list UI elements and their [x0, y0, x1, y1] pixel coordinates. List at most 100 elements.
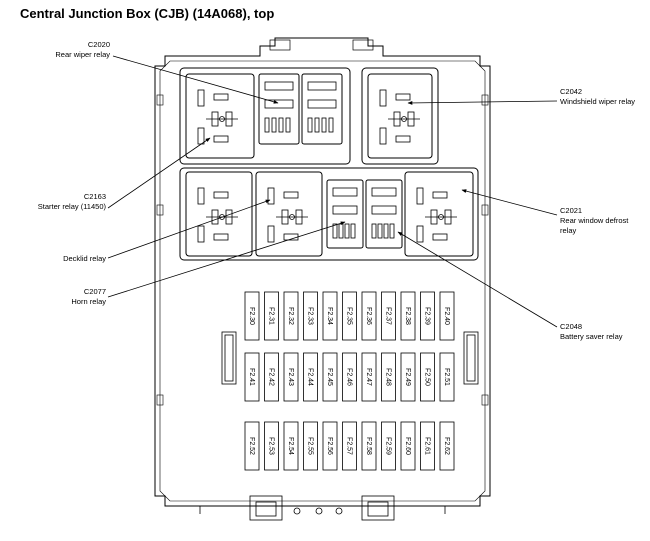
fuse-F2-32: F2.32 — [283, 291, 299, 341]
fuse-label: F2.55 — [307, 437, 314, 455]
callout-c2042: C2042 Windshield wiper relay — [560, 87, 635, 107]
fuse-F2-47: F2.47 — [361, 352, 377, 402]
leader-decklid — [107, 199, 271, 259]
fuse-F2-51: F2.51 — [439, 352, 455, 402]
fuse-label: F2.47 — [365, 368, 372, 386]
fuse-label: F2.36 — [365, 307, 372, 325]
fuse-label: F2.48 — [385, 368, 392, 386]
fuse-label: F2.45 — [326, 368, 333, 386]
fuse-label: F2.40 — [443, 307, 450, 325]
starter-relay-socket — [185, 171, 253, 257]
fuse-F2-31: F2.31 — [264, 291, 279, 341]
callout-c2021-code: C2021 — [560, 206, 583, 215]
fuse-label: F2.37 — [385, 307, 392, 325]
fuse-label: F2.44 — [307, 368, 314, 386]
callout-c2077-name: Horn relay — [71, 297, 106, 306]
callout-c2021: C2021 Rear window defrost relay — [560, 206, 628, 236]
fuse-label: F2.62 — [443, 437, 450, 455]
callout-decklid-name: Decklid relay — [63, 254, 106, 263]
lower-relay-block — [179, 167, 479, 261]
fuse-F2-48: F2.48 — [381, 352, 396, 402]
fuse-label: F2.50 — [424, 368, 431, 386]
fuse-F2-41: F2.41 — [244, 352, 260, 402]
fuse-F2-34: F2.34 — [322, 291, 338, 341]
fuse-F2-45: F2.45 — [322, 352, 338, 402]
fuse-label: F2.41 — [248, 368, 255, 386]
fuse-label: F2.52 — [248, 437, 255, 455]
fuse-label: F2.35 — [346, 307, 353, 325]
fuse-label: F2.32 — [287, 307, 294, 325]
fuse-F2-55: F2.55 — [303, 421, 318, 471]
fuse-F2-61: F2.61 — [420, 421, 435, 471]
fuse-label: F2.34 — [326, 307, 333, 325]
callout-c2048-name: Battery saver relay — [560, 332, 623, 341]
callout-c2163: C2163 Starter relay (11450) — [20, 192, 106, 212]
leader-lines — [107, 55, 558, 328]
callout-c2077: C2077 Horn relay — [40, 287, 106, 307]
fuse-F2-52: F2.52 — [244, 421, 260, 471]
horn-relay-socket — [326, 179, 364, 249]
fuse-F2-42: F2.42 — [264, 352, 279, 402]
fuse-label: F2.42 — [268, 368, 275, 386]
fuse-label: F2.61 — [424, 437, 431, 455]
fuse-label: F2.60 — [404, 437, 411, 455]
fuse-F2-50: F2.50 — [420, 352, 435, 402]
bottom-connector-tabs — [199, 495, 446, 521]
windshield-wiper-relay-socket — [367, 73, 433, 159]
rear-wiper-relay-socket — [185, 73, 255, 159]
callout-c2020: C2020 Rear wiper relay — [40, 40, 110, 60]
leader-c2020 — [112, 55, 279, 104]
micro-relay-socket-2 — [301, 73, 343, 145]
leader-c2042 — [407, 100, 558, 105]
housing-outline — [154, 37, 491, 507]
callout-c2042-name: Windshield wiper relay — [560, 97, 636, 106]
fuse-label: F2.38 — [404, 307, 411, 325]
callout-c2020-name: Rear wiper relay — [55, 50, 110, 59]
fuse-F2-54: F2.54 — [283, 421, 299, 471]
decklid-relay-socket — [255, 171, 323, 257]
leader-c2048 — [397, 231, 558, 328]
micro-relay-socket-1 — [258, 73, 300, 145]
fuse-F2-49: F2.49 — [400, 352, 416, 402]
rear-defrost-relay-socket — [404, 171, 474, 257]
fuse-label: F2.57 — [346, 437, 353, 455]
fuse-F2-30: F2.30 — [244, 291, 260, 341]
fuse-F2-40: F2.40 — [439, 291, 455, 341]
callout-c2020-code: C2020 — [87, 40, 110, 49]
fuse-label: F2.39 — [424, 307, 431, 325]
leader-c2021 — [461, 189, 558, 216]
fuse-F2-60: F2.60 — [400, 421, 416, 471]
battery-saver-relay-socket — [365, 179, 403, 249]
leader-c2077 — [107, 221, 346, 298]
callout-c2021-name: Rear window defrost — [560, 216, 629, 225]
diagram-title: Central Junction Box (CJB) (14A068), top — [20, 6, 275, 21]
callout-c2048: C2048 Battery saver relay — [560, 322, 623, 342]
fuse-F2-43: F2.43 — [283, 352, 299, 402]
callout-c2163-name: Starter relay (11450) — [37, 202, 106, 211]
fuse-label: F2.46 — [346, 368, 353, 386]
fuse-F2-57: F2.57 — [342, 421, 357, 471]
callout-c2163-code: C2163 — [83, 192, 106, 201]
callout-decklid: Decklid relay — [40, 254, 106, 264]
upper-relay-block — [179, 67, 439, 165]
callout-c2042-code: C2042 — [560, 87, 583, 96]
fuse-F2-58: F2.58 — [361, 421, 377, 471]
fuse-label: F2.33 — [307, 307, 314, 325]
fuse-label: F2.30 — [248, 307, 255, 325]
fuse-array: F2.30 F2.31 F2.32 F2.33 F2.34 F2.35 F2.36 F2.37… — [244, 291, 455, 471]
fuse-F2-36: F2.36 — [361, 291, 377, 341]
relay-terminals — [197, 81, 457, 243]
fuse-F2-59: F2.59 — [381, 421, 396, 471]
fuse-label: F2.58 — [365, 437, 372, 455]
callout-c2048-code: C2048 — [560, 322, 583, 331]
fuse-F2-37: F2.37 — [381, 291, 396, 341]
leader-c2163 — [107, 137, 211, 209]
fuse-label: F2.31 — [268, 307, 275, 325]
fuse-F2-56: F2.56 — [322, 421, 338, 471]
fuse-label: F2.43 — [287, 368, 294, 386]
fuse-F2-46: F2.46 — [342, 352, 357, 402]
fuse-F2-33: F2.33 — [303, 291, 318, 341]
fuse-label: F2.53 — [268, 437, 275, 455]
fuse-label: F2.51 — [443, 368, 450, 386]
fuse-puller-slots — [221, 331, 479, 385]
